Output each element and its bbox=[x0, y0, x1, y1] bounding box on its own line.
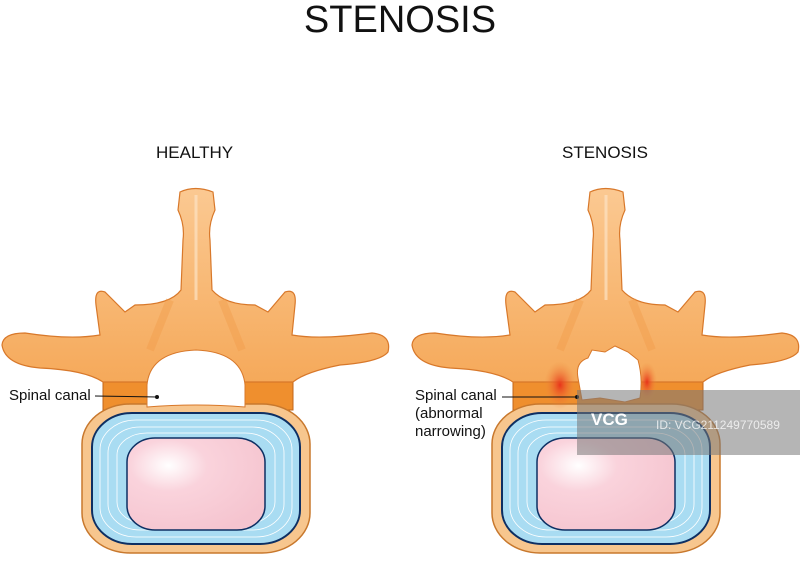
label-line-1: Spinal canal bbox=[415, 387, 497, 404]
label-line-2: (abnormal bbox=[415, 405, 483, 422]
main-title: STENOSIS bbox=[303, 0, 497, 41]
label-line-3: narrowing) bbox=[415, 423, 486, 440]
healthy-label-line bbox=[94, 395, 158, 398]
healthy-heading: HEALTHY bbox=[156, 143, 234, 162]
watermark-logo: VCG bbox=[591, 410, 628, 429]
healthy-vertebra bbox=[2, 189, 389, 554]
healthy-spinal-canal-label: Spinal canal bbox=[9, 387, 91, 404]
watermark: VCG ID: VCG211249770589 bbox=[577, 390, 800, 455]
stenosis-spinal-canal-label: Spinal canal (abnormal narrowing) bbox=[415, 387, 497, 441]
healthy-spinal-canal bbox=[146, 349, 246, 408]
inflammation-left bbox=[544, 361, 576, 409]
stenosis-vertebra bbox=[412, 189, 799, 554]
watermark-id: ID: VCG211249770589 bbox=[656, 418, 780, 432]
stenosis-heading: STENOSIS bbox=[562, 143, 648, 162]
